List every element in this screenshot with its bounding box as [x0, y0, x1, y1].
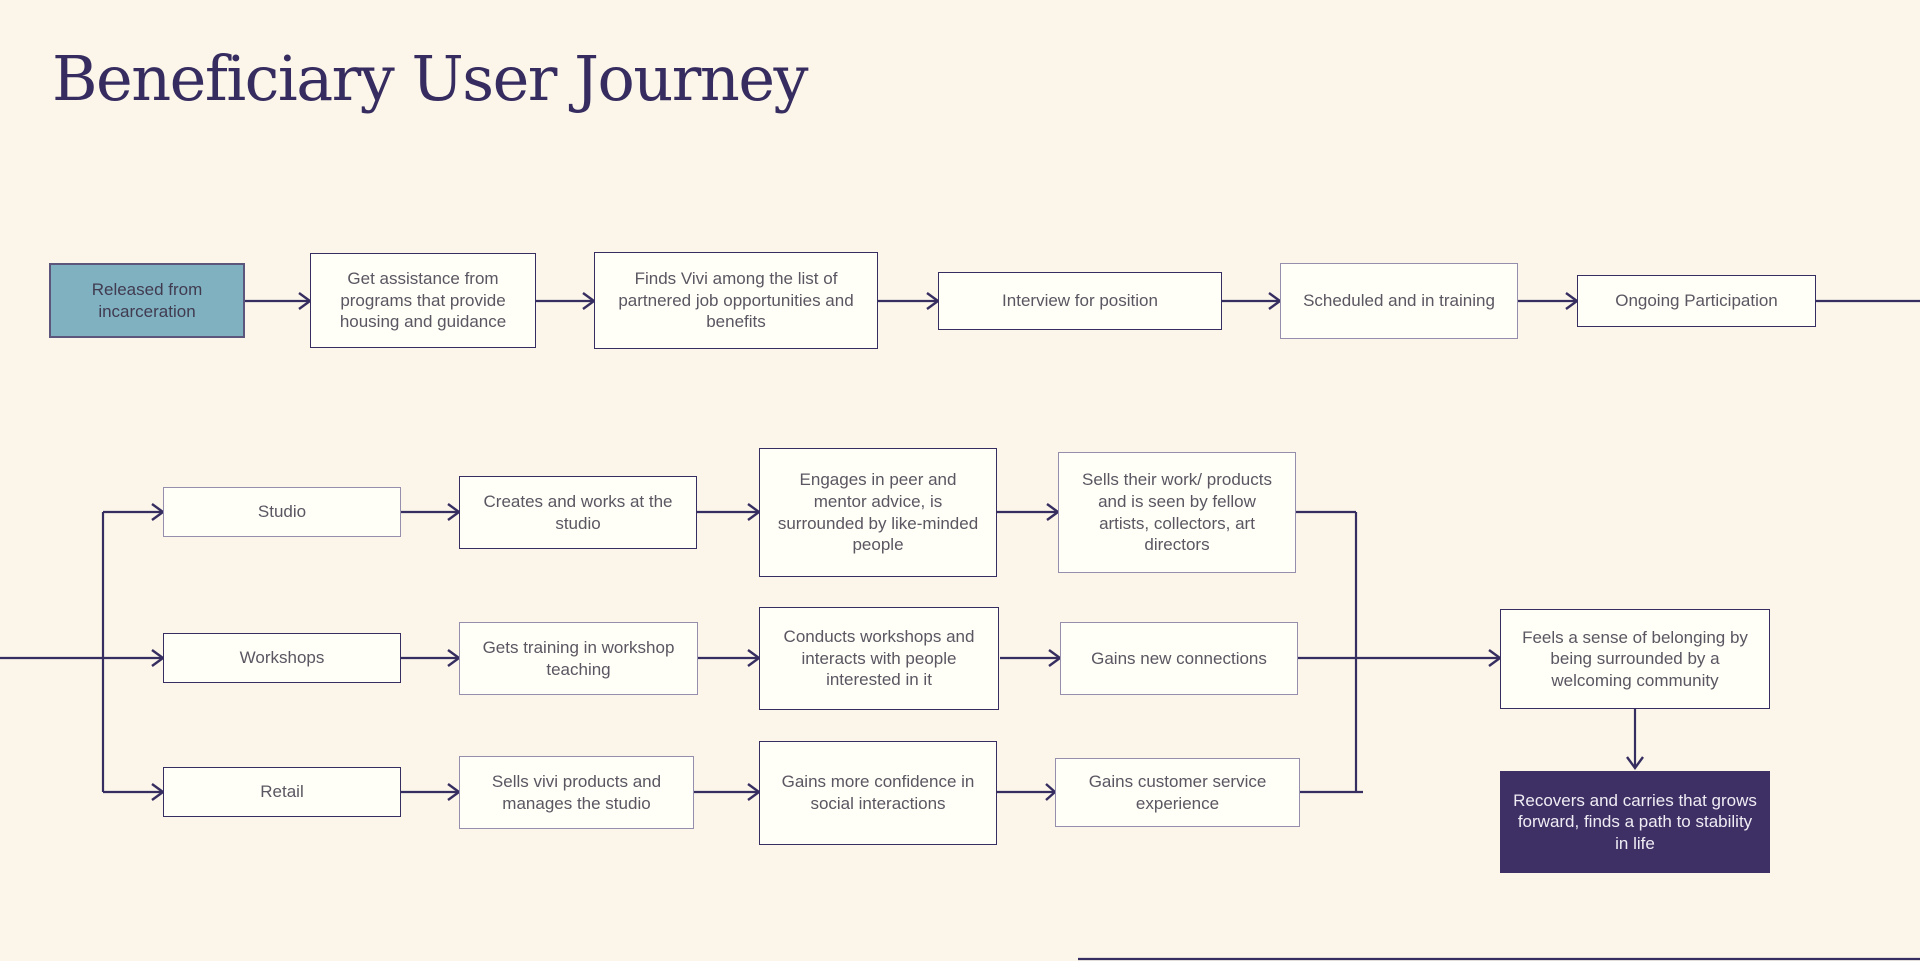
node-creates-and-works: Creates and works at the studio [459, 476, 697, 549]
node-label: Get assistance from programs that provid… [339, 269, 507, 332]
node-ongoing-participation: Ongoing Participation [1577, 275, 1816, 327]
node-conducts-workshops: Conducts workshops and interacts with pe… [759, 607, 999, 710]
node-label: Conducts workshops and interacts with pe… [783, 627, 975, 690]
node-gets-training: Gets training in workshop teaching [459, 622, 698, 695]
node-track-studio: Studio [163, 487, 401, 537]
node-track-retail: Retail [163, 767, 401, 817]
node-label: Gets training in workshop teaching [482, 637, 675, 679]
node-label: Released from incarceration [91, 279, 203, 321]
node-label: Retail [260, 782, 304, 802]
node-scheduled-and-in-training: Scheduled and in training [1280, 263, 1518, 339]
node-engages-peer-mentor: Engages in peer and mentor advice, is su… [759, 448, 997, 577]
node-label: Gains customer service experience [1088, 771, 1267, 813]
node-label: Ongoing Participation [1615, 291, 1778, 311]
node-label: Scheduled and in training [1303, 291, 1495, 311]
node-label: Creates and works at the studio [483, 491, 673, 533]
node-label: Gains more confidence in social interact… [781, 772, 975, 813]
node-label: Studio [257, 502, 307, 522]
node-finds-vivi: Finds Vivi among the list of partnered j… [594, 252, 878, 349]
node-sells-vivi-products: Sells vivi products and manages the stud… [459, 756, 694, 829]
node-released-from-incarceration: Released from incarceration [49, 263, 245, 338]
page-title: Beneficiary User Journey [52, 42, 809, 115]
node-gains-confidence: Gains more confidence in social interact… [759, 741, 997, 845]
node-label: Sells their work/ products and is seen b… [1082, 470, 1272, 555]
node-label: Sells vivi products and manages the stud… [491, 771, 662, 813]
node-label: Feels a sense of belonging by being surr… [1522, 627, 1748, 690]
node-sells-their-work: Sells their work/ products and is seen b… [1058, 452, 1296, 573]
arrowhead-down-icon [1626, 756, 1644, 771]
node-interview-for-position: Interview for position [938, 272, 1222, 330]
node-track-workshops: Workshops [163, 633, 401, 683]
node-label: Engages in peer and mentor advice, is su… [777, 470, 979, 555]
node-label: Recovers and carries that grows forward,… [1513, 790, 1757, 853]
node-gains-new-connections: Gains new connections [1060, 622, 1298, 695]
node-gains-customer-service: Gains customer service experience [1055, 758, 1300, 827]
node-sense-of-belonging: Feels a sense of belonging by being surr… [1500, 609, 1770, 709]
node-label: Gains new connections [1091, 648, 1267, 668]
node-label: Workshops [239, 648, 325, 668]
node-get-assistance: Get assistance from programs that provid… [310, 253, 536, 348]
node-label: Finds Vivi among the list of partnered j… [618, 269, 854, 332]
node-label: Interview for position [1002, 291, 1158, 311]
node-recovers-and-carries: Recovers and carries that grows forward,… [1500, 771, 1770, 873]
